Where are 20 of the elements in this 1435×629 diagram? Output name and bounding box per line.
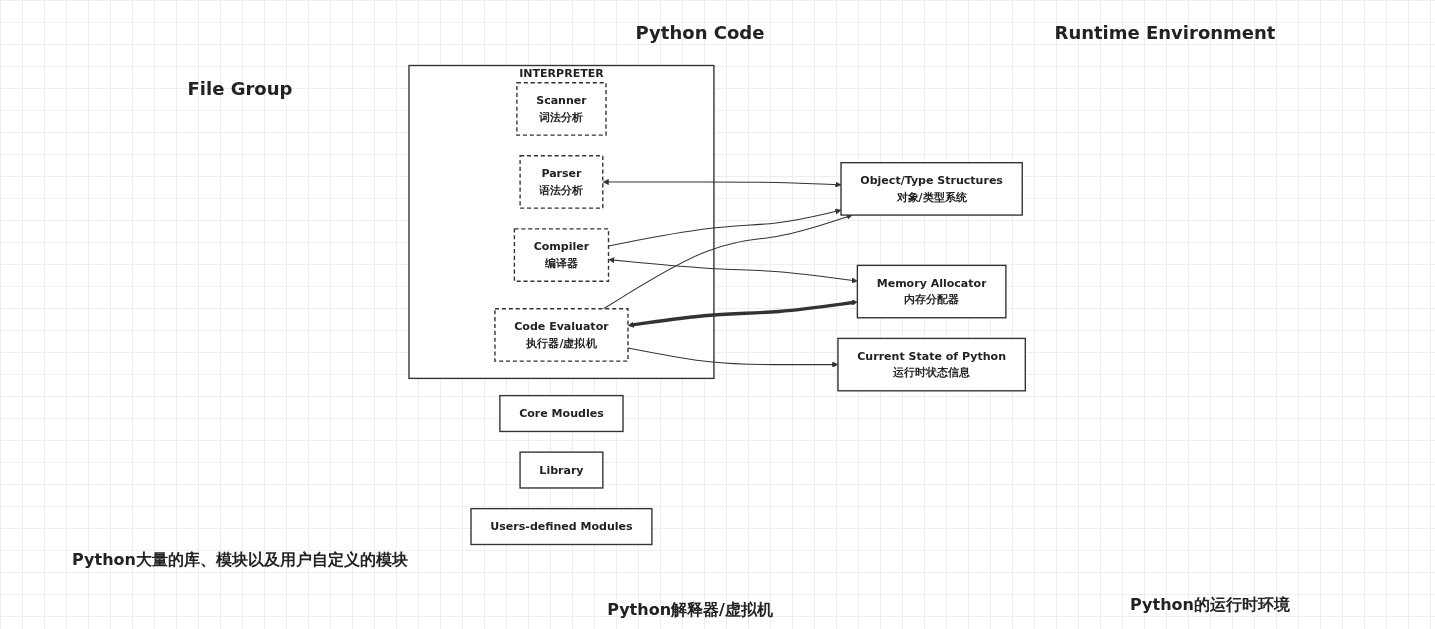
node-box: Library [519, 451, 604, 489]
arrow [603, 178, 842, 188]
column-caption: Python解释器/虚拟机 [606, 600, 774, 621]
column-heading: Runtime Environment [1053, 22, 1277, 43]
arrow [608, 208, 842, 247]
node-box: Code Evaluator 执行器/虚拟机 [494, 308, 629, 362]
node-box: Scanner 词法分析 [516, 82, 608, 136]
node-box: Memory Allocator 内存分配器 [857, 264, 1007, 319]
node-box: Core Moudles [499, 394, 625, 433]
node-box: Parser 语法分析 [519, 155, 604, 209]
node-box: Object/Type Structures 对象/类型系统 [840, 162, 1024, 216]
node-box: Current State of Python 运行时状态信息 [837, 337, 1027, 392]
column-caption: Python的运行时环境 [1129, 595, 1291, 616]
arrow [628, 299, 858, 328]
arrow [608, 257, 858, 284]
column-heading: Python Code [634, 22, 766, 43]
column-caption: Python大量的库、模块以及用户自定义的模块 [71, 550, 409, 571]
column-heading: File Group [186, 78, 294, 99]
node-box: Users-defined Modules [470, 507, 653, 546]
node-box: Compiler 编译器 [514, 228, 610, 282]
